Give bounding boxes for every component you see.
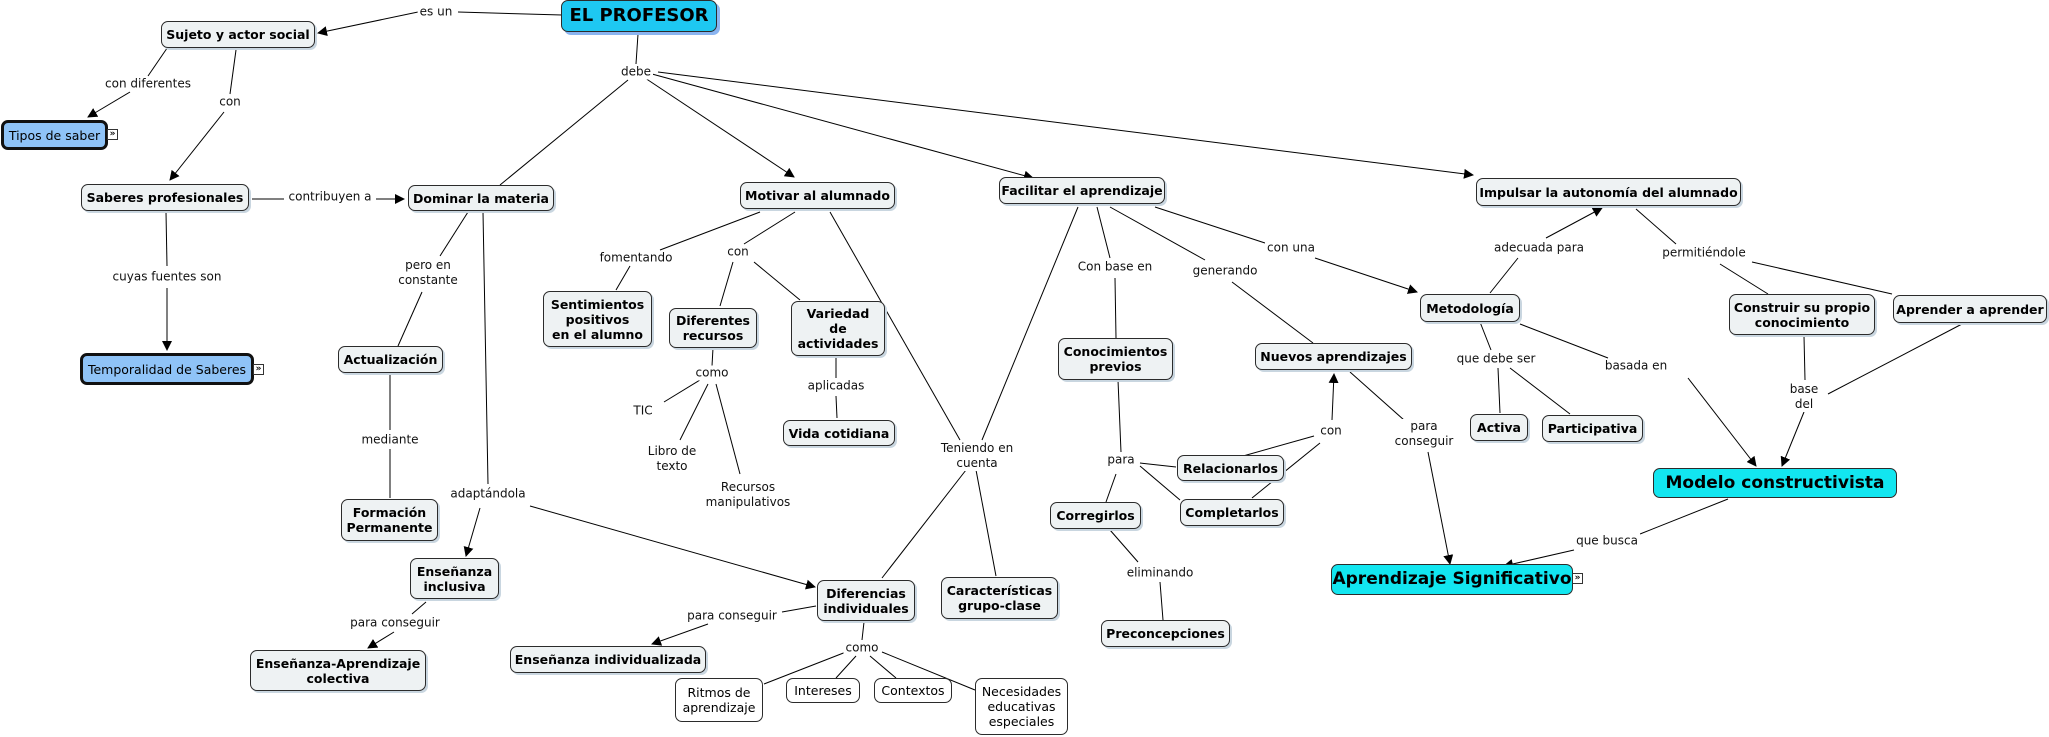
link-label-mediante: mediante (359, 432, 421, 448)
link-label-para-conseguir: para conseguir (685, 608, 779, 624)
concept-caracteristicas-grupo-clase[interactable]: Características grupo-clase (941, 577, 1058, 619)
link-label-generando: generando (1190, 263, 1260, 279)
concept-ensenanza-inclusiva[interactable]: Enseñanza inclusiva (410, 558, 499, 599)
concept-modelo-constructivista[interactable]: Modelo constructivista (1653, 468, 1897, 498)
link-label-con: con (725, 244, 751, 260)
concept-impulsar-autonomia[interactable]: Impulsar la autonomía del alumnado (1476, 178, 1741, 206)
concept-conocimientos-previos[interactable]: Conocimientos previos (1058, 338, 1173, 380)
concept-sentimientos-positivos[interactable]: Sentimientos positivos en el alumno (543, 291, 652, 347)
concept-formacion-permanente[interactable]: Formación Permanente (341, 499, 438, 541)
link-label-contribuyen-a: contribuyen a (286, 189, 374, 205)
link-label-como: como (693, 365, 731, 381)
concept-aprendizaje-significativo[interactable]: Aprendizaje Significativo (1331, 564, 1573, 595)
concept-completarlos[interactable]: Completarlos (1180, 499, 1284, 526)
link-label-aplicadas: aplicadas (805, 378, 867, 394)
concept-relacionarlos[interactable]: Relacionarlos (1177, 455, 1284, 481)
link-label-debe: debe (619, 64, 653, 80)
concept-metodologia[interactable]: Metodología (1420, 294, 1520, 322)
concept-diferentes-recursos[interactable]: Diferentes recursos (669, 308, 757, 348)
concept-aprender-a-aprender[interactable]: Aprender a aprender (1893, 295, 2047, 323)
concept-corregirlos[interactable]: Corregirlos (1050, 502, 1141, 529)
concept-ritmos-de-aprendizaje[interactable]: Ritmos de aprendizaje (675, 678, 763, 722)
link-label-que-busca: que busca (1574, 533, 1640, 549)
link-label-tic: TIC (631, 403, 655, 419)
link-label-como: como (843, 640, 881, 656)
concept-facilitar-el-aprendizaje[interactable]: Facilitar el aprendizaje (999, 177, 1165, 204)
concept-sujeto-actor-social[interactable]: Sujeto y actor social (161, 21, 315, 48)
concept-motivar-al-alumnado[interactable]: Motivar al alumnado (740, 182, 895, 209)
concept-tipos-de-saber[interactable]: Tipos de saber (1, 120, 108, 150)
concept-activa[interactable]: Activa (1470, 414, 1528, 441)
concept-saberes-profesionales[interactable]: Saberes profesionales (81, 184, 249, 211)
link-label-fomentando: fomentando (597, 250, 675, 266)
link-label-con-base-en: Con base en (1075, 259, 1155, 275)
concept-construir-conocimiento[interactable]: Construir su propio conocimiento (1729, 294, 1875, 335)
concept-temporalidad-label: Temporalidad de Saberes (87, 361, 247, 377)
link-label-con-una: con una (1265, 240, 1317, 256)
link-label-base-del: base del (1787, 382, 1821, 412)
concept-el-profesor[interactable]: EL PROFESOR (561, 0, 717, 32)
link-label-pero-en-constante: pero en constante (396, 258, 460, 288)
concept-necesidades-educativas-especiales[interactable]: Necesidades educativas especiales (975, 678, 1068, 735)
link-label-teniendo-en-cuenta: Teniendo en cuenta (938, 441, 1016, 471)
link-label-con: con (217, 94, 243, 110)
concept-preconcepciones[interactable]: Preconcepciones (1101, 620, 1230, 647)
link-label-recursos-manipulativos: Recursos manipulativos (703, 480, 793, 510)
link-icon[interactable]: » (253, 364, 264, 375)
link-label-con-diferentes: con diferentes (103, 76, 193, 92)
concept-diferencias-individuales[interactable]: Diferencias individuales (817, 580, 915, 621)
concept-vida-cotidiana[interactable]: Vida cotidiana (783, 420, 895, 446)
link-label-permitiendole: permitiéndole (1660, 245, 1748, 261)
concept-ensenanza-aprendizaje-colectiva[interactable]: Enseñanza-Aprendizaje colectiva (250, 650, 426, 691)
link-label-basada-en: basada en (1602, 358, 1670, 374)
link-label-que-debe-ser: que debe ser (1454, 351, 1538, 367)
concept-dominar-la-materia[interactable]: Dominar la materia (408, 185, 554, 211)
concept-intereses[interactable]: Intereses (786, 678, 860, 703)
concept-contextos[interactable]: Contextos (874, 678, 952, 703)
link-label-adecuada-para: adecuada para (1492, 240, 1586, 256)
concept-tipos-de-saber-label: Tipos de saber (8, 127, 101, 143)
concept-temporalidad-de-saberes[interactable]: Temporalidad de Saberes (80, 353, 254, 385)
link-icon[interactable]: » (107, 129, 118, 140)
link-label-cuyas-fuentes-son: cuyas fuentes son (110, 269, 224, 285)
link-label-para-conseguir: para conseguir (1392, 419, 1456, 449)
concept-participativa[interactable]: Participativa (1542, 415, 1643, 442)
concept-ensenanza-individualizada[interactable]: Enseñanza individualizada (510, 646, 706, 673)
link-label-para-conseguir: para conseguir (348, 615, 442, 631)
link-label-es-un: es un (417, 4, 455, 20)
link-label-para: para (1105, 452, 1137, 468)
concept-actualizacion[interactable]: Actualización (338, 346, 443, 373)
link-label-libro-de-texto: Libro de texto (645, 444, 699, 474)
link-label-eliminando: eliminando (1124, 565, 1196, 581)
concept-variedad-actividades[interactable]: Variedad de actividades (791, 301, 885, 356)
link-icon[interactable]: » (1572, 573, 1583, 584)
link-label-adaptandola: adaptándola (448, 486, 528, 502)
concept-nuevos-aprendizajes[interactable]: Nuevos aprendizajes (1255, 343, 1412, 370)
link-label-con: con (1318, 423, 1344, 439)
